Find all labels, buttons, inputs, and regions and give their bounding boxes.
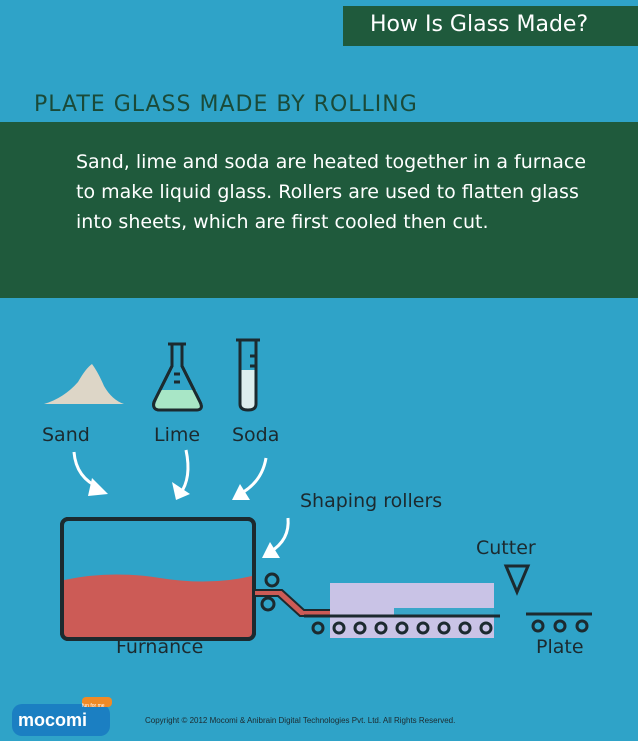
- sand-pile-icon: [44, 364, 124, 404]
- plate-rollers: [531, 619, 589, 633]
- roller-bottom: [260, 596, 276, 612]
- title-badge: [343, 6, 638, 46]
- arrow-heads: [88, 478, 280, 558]
- ingredient-label-sand: Sand: [42, 424, 90, 446]
- molten-glass: [64, 574, 252, 637]
- ingredient-label-lime: Lime: [154, 424, 201, 446]
- page-title: How Is Glass Made?: [370, 12, 589, 37]
- rollers-label: Shaping rollers: [300, 490, 443, 512]
- conveyor-rollers: [311, 621, 493, 635]
- plate-label: Plate: [536, 636, 584, 658]
- copyright-text: Copyright © 2012 Mocomi & Anibrain Digit…: [145, 716, 456, 725]
- description-text: Sand, lime and soda are heated together …: [76, 151, 587, 233]
- furnace-label: Furnance: [116, 636, 204, 658]
- logo-text: mocomi: [18, 710, 88, 730]
- flask-icon: [152, 342, 203, 412]
- cutter-blade: [503, 564, 531, 596]
- section-title: PLATE GLASS MADE BY ROLLING: [34, 92, 418, 117]
- ingredient-arrows: [72, 449, 290, 554]
- description-panel: [0, 122, 638, 298]
- ingredient-label-soda: Soda: [232, 424, 280, 446]
- cutter-label: Cutter: [476, 537, 536, 559]
- test-tube-icon: [236, 338, 260, 412]
- mocomi-logo: [12, 704, 110, 736]
- roller-top: [264, 572, 280, 588]
- logo-tagline: fun for me: [82, 703, 105, 709]
